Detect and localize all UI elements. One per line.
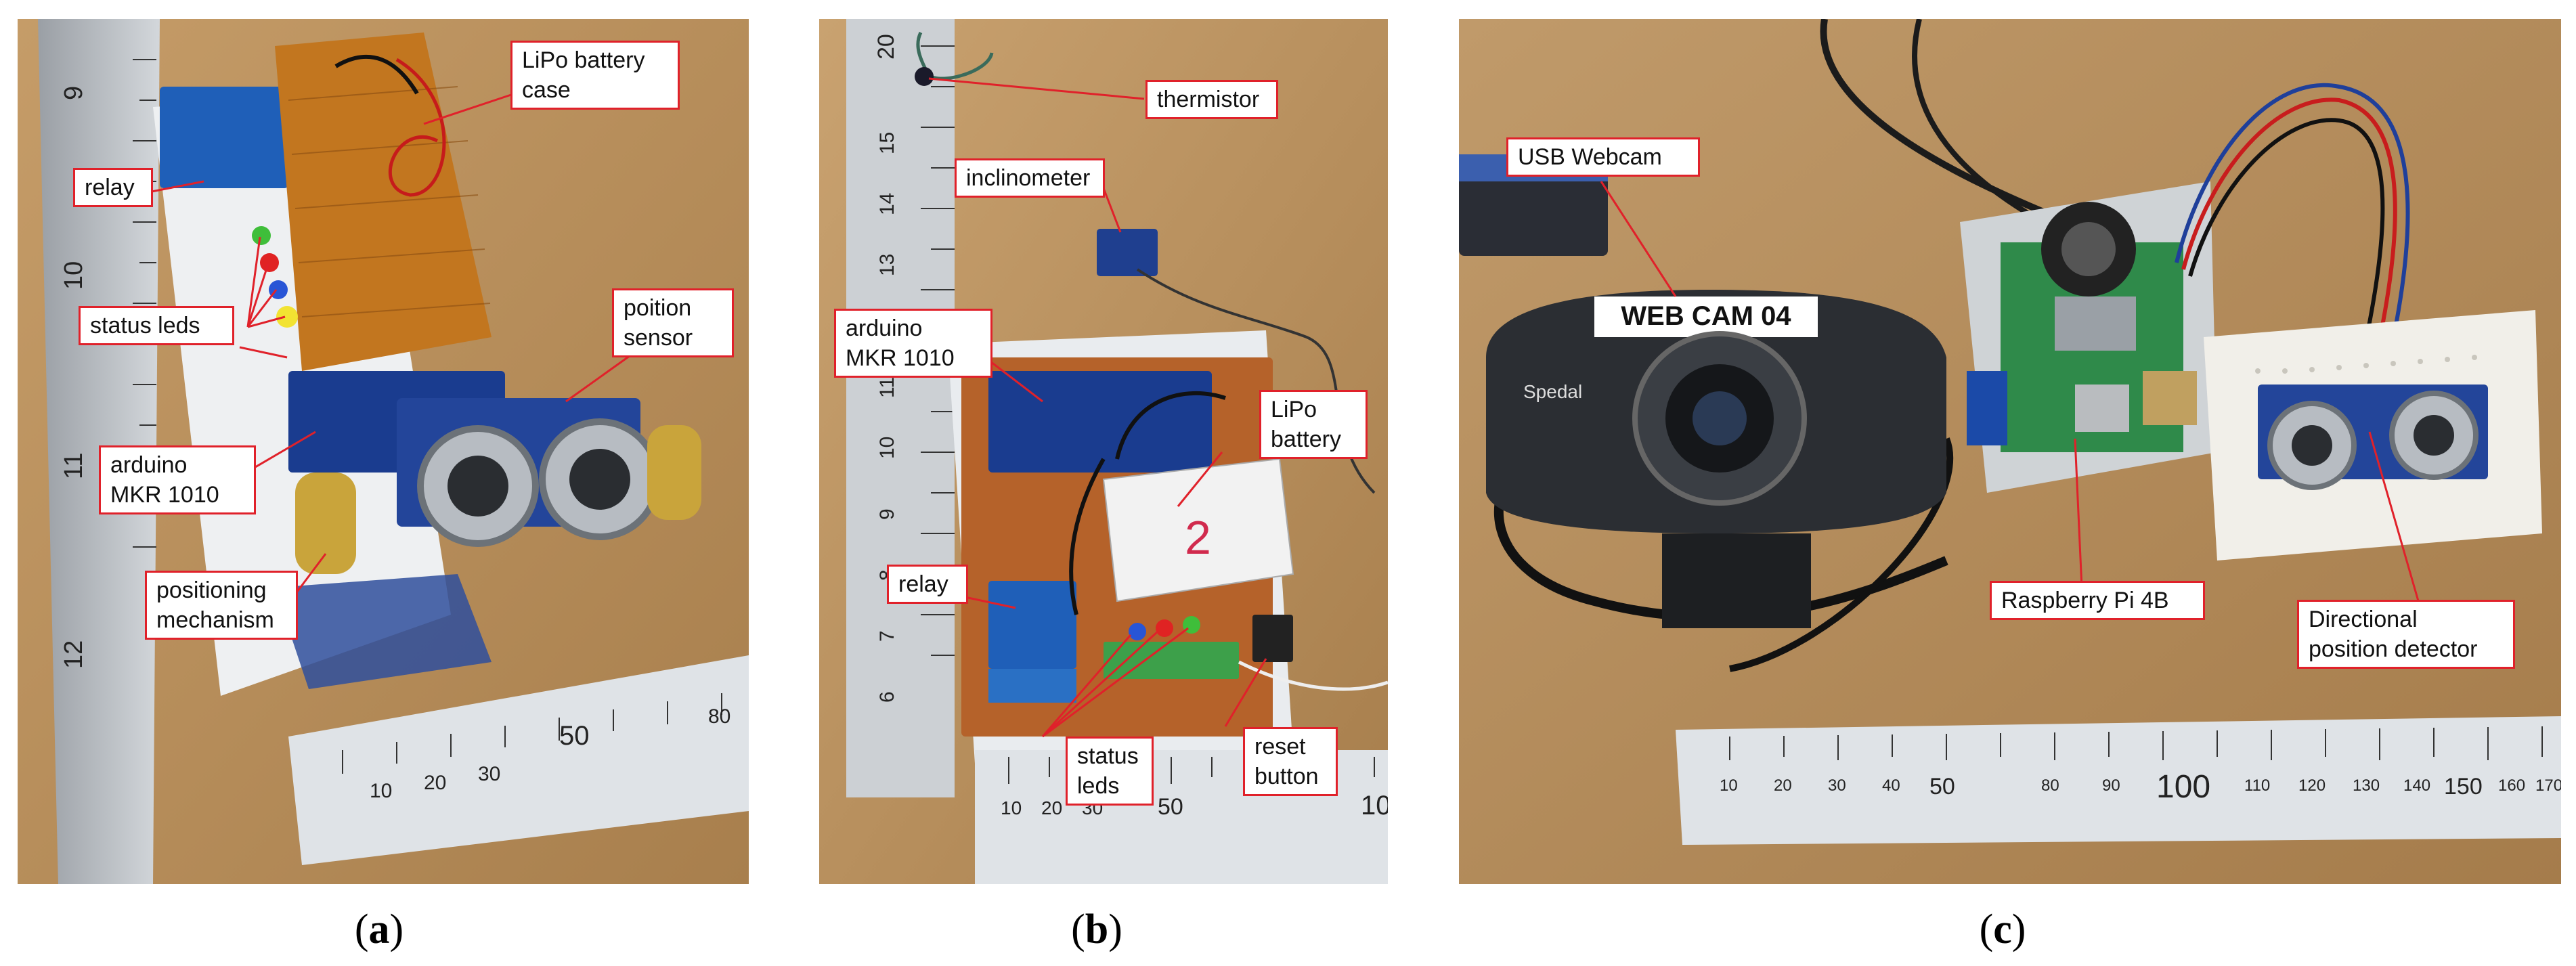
steel-ruler-vertical: [846, 19, 955, 797]
label-arduino-mkr-1010: arduino MKR 1010: [99, 445, 256, 514]
svg-text:50: 50: [559, 721, 590, 751]
label-positioning-mechanism: positioning mechanism: [145, 571, 298, 640]
photo-a-illustration: 9 10 11 12: [18, 19, 749, 884]
label-status-leds: status leds: [1066, 737, 1154, 806]
arduino-board: [988, 371, 1212, 473]
svg-text:40: 40: [1882, 776, 1900, 795]
label-lipo-battery-case: LiPo battery case: [510, 41, 680, 110]
steel-ruler-horizontal: [1676, 716, 2561, 845]
svg-text:150: 150: [2444, 774, 2483, 799]
svg-text:170: 170: [2535, 776, 2561, 795]
label-raspberry-pi-4b: Raspberry Pi 4B: [1990, 581, 2205, 620]
label-status-leds: status leds: [79, 306, 234, 345]
svg-text:15: 15: [876, 132, 898, 154]
svg-text:100: 100: [2156, 769, 2210, 805]
svg-text:160: 160: [2498, 776, 2525, 795]
label-poition-sensor: poition sensor: [612, 288, 734, 357]
svg-text:140: 140: [2403, 776, 2430, 795]
svg-text:50: 50: [1929, 774, 1955, 799]
label-arduino-mkr-1010: arduino MKR 1010: [834, 309, 992, 378]
svg-text:30: 30: [478, 763, 500, 785]
svg-text:10: 10: [876, 437, 898, 459]
svg-text:20: 20: [1774, 776, 1792, 795]
label-relay: relay: [887, 565, 968, 604]
svg-text:11: 11: [60, 453, 88, 479]
svg-text:120: 120: [2298, 776, 2326, 795]
svg-text:Spedal: Spedal: [1523, 381, 1582, 402]
label-reset-button: reset button: [1243, 727, 1338, 796]
svg-text:13: 13: [876, 254, 898, 276]
svg-text:130: 130: [2353, 776, 2380, 795]
svg-text:80: 80: [708, 705, 730, 728]
svg-text:20: 20: [873, 34, 899, 60]
svg-text:9: 9: [60, 86, 88, 100]
svg-text:80: 80: [2041, 776, 2059, 795]
svg-text:7: 7: [876, 630, 898, 642]
caption-b: (b): [1071, 906, 1122, 952]
caption-a: (a): [354, 906, 404, 952]
label-usb-webcam: USB Webcam: [1506, 137, 1700, 177]
svg-text:50: 50: [1158, 794, 1183, 820]
photo-panel-b: 20 15 14 13 12 11 10 9 8 7 6 2: [819, 19, 1388, 884]
svg-text:10: 10: [1001, 797, 1022, 818]
relay-module: [160, 87, 288, 188]
svg-text:12: 12: [60, 640, 88, 669]
svg-text:2: 2: [1185, 511, 1211, 564]
svg-text:10: 10: [1361, 791, 1388, 820]
steel-ruler-horizontal: [288, 655, 749, 865]
relay-module: [988, 581, 1076, 669]
svg-text:90: 90: [2102, 776, 2120, 795]
label-lipo-battery: LiPo battery: [1259, 390, 1368, 459]
label-directional-position-detector: Directional position detector: [2297, 600, 2515, 669]
svg-text:20: 20: [1041, 797, 1062, 818]
label-relay: relay: [73, 168, 153, 207]
svg-text:20: 20: [424, 772, 446, 794]
svg-text:9: 9: [876, 508, 898, 520]
svg-text:10: 10: [1720, 776, 1738, 795]
svg-text:10: 10: [60, 261, 88, 290]
caption-c: (c): [1979, 906, 2026, 952]
photo-panel-a: 9 10 11 12: [18, 19, 749, 884]
svg-text:110: 110: [2244, 776, 2270, 795]
svg-text:30: 30: [1828, 776, 1846, 795]
label-thermistor: thermistor: [1145, 80, 1278, 119]
label-inclinometer: inclinometer: [955, 158, 1105, 198]
svg-text:6: 6: [876, 691, 898, 703]
svg-text:11: 11: [876, 377, 898, 398]
svg-text:14: 14: [876, 193, 898, 215]
svg-text:10: 10: [370, 780, 392, 802]
photo-panel-c: WEB CAM 04 Spedal: [1459, 19, 2561, 884]
svg-text:WEB CAM 04: WEB CAM 04: [1621, 301, 1791, 331]
